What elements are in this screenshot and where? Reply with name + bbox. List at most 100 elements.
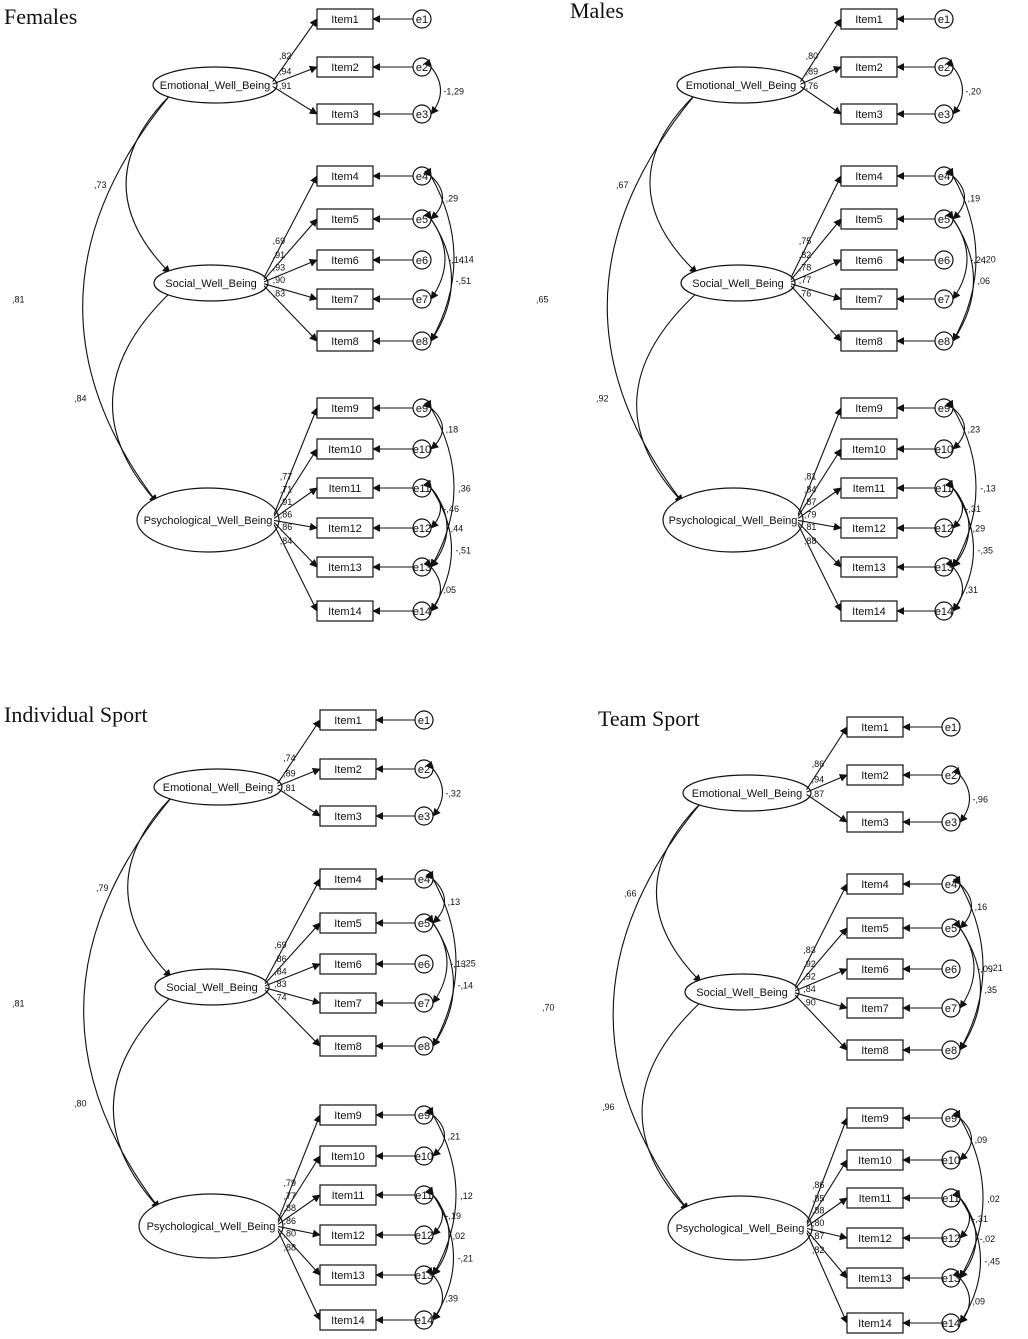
loading-label: ,88 xyxy=(804,536,817,546)
latent-factor-ellipse xyxy=(680,264,796,302)
error-covariance-e9-e13 xyxy=(423,399,455,568)
error-covariance-e11-e13 xyxy=(423,479,448,568)
loading-arrow xyxy=(273,407,319,515)
latent-factor-label: Social_Well_Being xyxy=(692,278,784,290)
observed-item-label: Item7 xyxy=(334,998,362,1010)
observed-item-label: Item14 xyxy=(328,606,362,618)
loading-label: ,90 xyxy=(273,275,286,285)
observed-item-label: Item14 xyxy=(331,1315,365,1327)
error-term-label: e3 xyxy=(416,109,428,121)
observed-item-label: Item14 xyxy=(852,606,886,618)
loading-arrow xyxy=(264,987,321,1005)
observed-item-label: Item5 xyxy=(855,214,883,226)
loading-label: ,88 xyxy=(812,1206,825,1216)
error-covariance-label: -,14 xyxy=(458,981,474,991)
panel-team-sport: Team Sport,66,96,70Emotional_Well_BeingS… xyxy=(542,706,1003,1334)
error-term-label: e14 xyxy=(942,1318,960,1330)
error-term-label: e11 xyxy=(942,1193,960,1205)
loading-arrow xyxy=(277,1194,321,1225)
observed-item-label: Item13 xyxy=(328,562,362,574)
factor-correlation-label-emo_psy: ,65 xyxy=(536,295,549,305)
error-term-label: e10 xyxy=(942,1155,960,1167)
observed-item-label: Item13 xyxy=(858,1273,892,1285)
loading-arrow xyxy=(790,283,842,301)
error-term-label: e12 xyxy=(935,523,953,535)
loading-arrow xyxy=(272,65,318,85)
loading-arrow xyxy=(273,448,318,517)
loading-label: ,71 xyxy=(280,485,293,495)
error-covariance-e2-e3 xyxy=(952,766,971,823)
error-covariance-label: ,16 xyxy=(975,902,988,912)
error-covariance-label: -,13 xyxy=(980,484,996,494)
factor-correlation-label-emo_soc: ,67 xyxy=(616,180,629,190)
observed-item-label: Item9 xyxy=(861,1113,889,1125)
loading-label: ,84 xyxy=(803,984,816,994)
observed-item-label: Item2 xyxy=(861,770,889,782)
loading-arrow xyxy=(264,989,321,1047)
error-covariance-e13-e14 xyxy=(945,558,964,612)
error-covariance-label: -,14 xyxy=(458,255,474,265)
loading-arrow xyxy=(806,1159,848,1225)
error-covariance-e13-e14 xyxy=(425,1266,444,1321)
error-covariance-label: ,19 xyxy=(968,194,981,204)
factor-correlation-soc_psy xyxy=(641,994,709,1211)
panel-title: Females xyxy=(4,4,77,29)
factor-correlation-soc_psy xyxy=(111,285,178,503)
loading-arrow xyxy=(797,521,842,568)
loading-arrow xyxy=(800,85,842,115)
error-term-label: e5 xyxy=(418,918,430,930)
loading-label: ,90 xyxy=(803,997,816,1007)
error-covariance-e9-e13 xyxy=(952,1109,984,1279)
observed-item-label: Item11 xyxy=(859,1193,892,1205)
observed-item-label: Item11 xyxy=(329,483,362,495)
error-covariance-e5-e8 xyxy=(425,914,455,1047)
error-covariance-label: ,06 xyxy=(978,276,991,286)
error-term-label: e9 xyxy=(938,403,950,415)
error-term-label: e6 xyxy=(416,255,428,267)
observed-item-label: Item4 xyxy=(855,171,883,183)
error-covariance-label: ,09 xyxy=(975,1135,988,1145)
error-covariance-label: -,02 xyxy=(980,1234,996,1244)
error-term-label: e6 xyxy=(418,959,430,971)
loading-arrow xyxy=(798,519,842,531)
latent-factor-ellipse xyxy=(138,1193,284,1259)
loading-arrow xyxy=(790,259,842,283)
loading-label: ,86 xyxy=(812,1180,825,1190)
error-covariance-e11-e13 xyxy=(952,1189,977,1279)
error-term-circle xyxy=(412,9,432,29)
loading-arrow xyxy=(264,922,321,985)
loading-arrow xyxy=(806,726,848,790)
loading-arrow xyxy=(806,774,848,793)
error-covariance-label: ,18 xyxy=(446,425,459,435)
loading-label: ,86 xyxy=(280,510,293,520)
observed-item-label: Item6 xyxy=(861,964,889,976)
error-covariance-e4-e5 xyxy=(952,876,973,929)
loading-arrow xyxy=(806,1197,848,1227)
panel-individual-sport: Individual Sport,79,80,81Emotional_Well_… xyxy=(4,702,476,1331)
latent-factor-label: Social_Well_Being xyxy=(696,987,788,999)
error-term-label: e3 xyxy=(418,811,430,823)
loading-label: ,91 xyxy=(273,250,286,260)
loading-arrow xyxy=(797,487,842,519)
error-covariance-label: ,44 xyxy=(451,524,464,534)
error-term-label: e9 xyxy=(945,1113,957,1125)
error-covariance-label: ,12 xyxy=(460,1191,473,1201)
observed-item-label: Item1 xyxy=(855,14,883,26)
error-covariance-label: -,51 xyxy=(456,276,472,286)
observed-item-label: Item6 xyxy=(334,959,362,971)
error-term-label: e7 xyxy=(945,1003,957,1015)
panel-title: Individual Sport xyxy=(4,702,148,727)
error-term-label: e12 xyxy=(942,1233,960,1245)
loading-label: ,76 xyxy=(799,288,812,298)
factor-correlation-label-soc_psy: ,80 xyxy=(74,1099,87,1109)
latent-factor-ellipse xyxy=(136,487,280,553)
factor-correlation-label-emo_psy: ,70 xyxy=(542,1003,555,1013)
loading-arrow xyxy=(806,1230,848,1279)
error-covariance-label: -1,29 xyxy=(443,87,464,97)
error-term-label: e8 xyxy=(945,1045,957,1057)
error-covariance-e4-e8 xyxy=(426,870,457,1047)
error-covariance-label: -,24 xyxy=(970,255,986,265)
factor-correlation-label-soc_psy: ,96 xyxy=(602,1102,615,1112)
latent-factor-ellipse xyxy=(667,1195,813,1261)
